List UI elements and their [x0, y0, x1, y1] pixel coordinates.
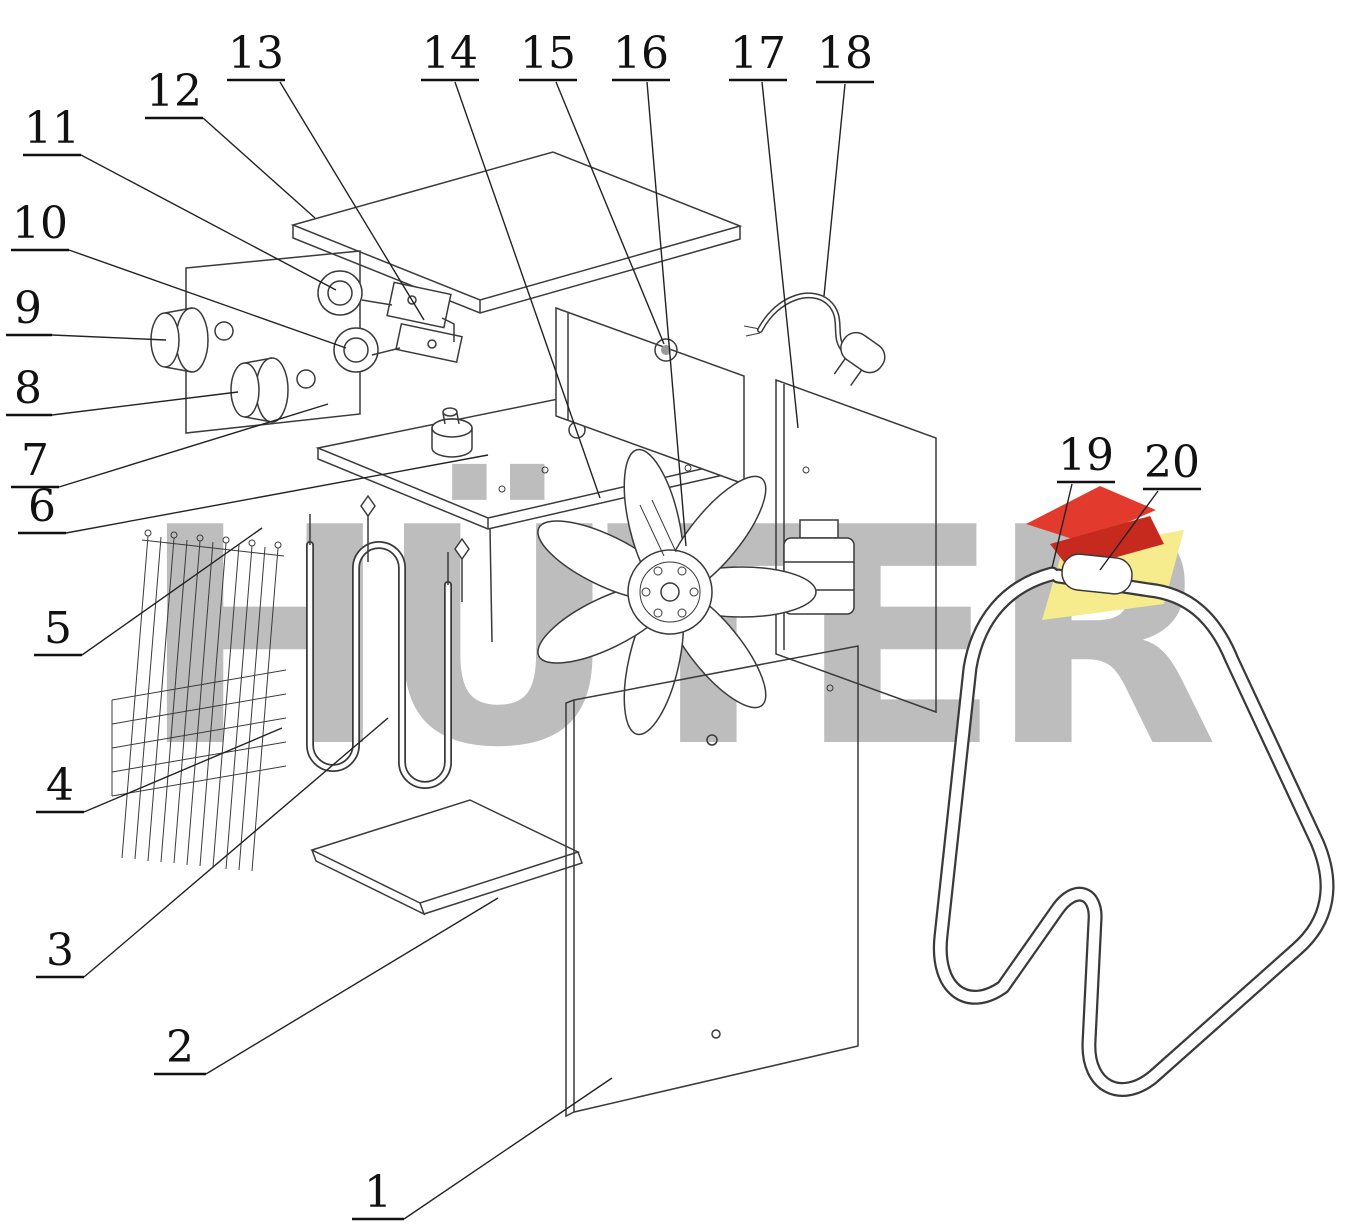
- part-number-15: 15: [520, 28, 576, 79]
- leader-line-6: [65, 454, 489, 534]
- part-label-3: 3: [36, 717, 389, 979]
- leader-line-9: [51, 334, 167, 341]
- part-thermostat: [431, 407, 473, 458]
- part-stand-frame: [932, 566, 1335, 1097]
- leader-line-19: [1051, 483, 1073, 569]
- leader-line-18: [823, 83, 846, 297]
- part-number-7: 7: [21, 435, 49, 486]
- part-label-15: 15: [519, 28, 665, 345]
- part-number-1: 1: [364, 1167, 392, 1218]
- leader-line-13: [279, 81, 425, 321]
- leader-line-2: [205, 897, 499, 1075]
- part-number-14: 14: [422, 28, 478, 79]
- part-label-8: 8: [6, 363, 239, 417]
- part-label-18: 18: [816, 28, 874, 297]
- part-bottom-tray: [309, 799, 583, 916]
- part-knob-lower: [230, 357, 289, 423]
- leader-line-16: [646, 81, 687, 547]
- part-label-13: 13: [227, 28, 425, 321]
- part-number-16: 16: [613, 28, 669, 79]
- part-label-2: 2: [154, 897, 499, 1076]
- part-number-17: 17: [730, 28, 786, 79]
- part-number-3: 3: [46, 925, 74, 976]
- part-number-4: 4: [46, 760, 74, 811]
- part-number-6: 6: [28, 481, 56, 532]
- leader-line-17: [761, 81, 799, 429]
- part-number-19: 19: [1058, 430, 1114, 481]
- part-label-16: 16: [612, 28, 687, 547]
- part-number-11: 11: [24, 103, 80, 154]
- part-labels: 1 2 3 4 5 6 7: [6, 28, 1201, 1221]
- part-switch-assembly: [317, 270, 463, 373]
- part-number-8: 8: [14, 363, 42, 414]
- leader-line-3: [83, 717, 389, 978]
- part-heating-coil: [306, 494, 470, 789]
- leader-line-4: [83, 727, 283, 813]
- part-number-18: 18: [817, 28, 873, 79]
- part-label-11: 11: [23, 103, 337, 291]
- part-label-17: 17: [729, 28, 799, 429]
- part-label-1: 1: [352, 1077, 613, 1221]
- part-number-9: 9: [14, 283, 42, 334]
- leader-line-8: [51, 391, 239, 416]
- part-label-4: 4: [36, 727, 283, 814]
- part-mounting-plate: [185, 250, 361, 434]
- part-label-20: 20: [1099, 437, 1201, 571]
- logo-red-shape: [1026, 486, 1156, 542]
- part-power-cord: [743, 292, 886, 387]
- part-label-6: 6: [18, 454, 489, 535]
- part-label-12: 12: [145, 66, 316, 219]
- part-heating-rods: [121, 529, 285, 872]
- part-label-7: 7: [11, 403, 329, 489]
- leader-line-5: [81, 527, 263, 656]
- leader-line-1: [403, 1077, 613, 1220]
- part-number-13: 13: [228, 28, 284, 79]
- leader-line-20: [1099, 490, 1159, 571]
- part-label-14: 14: [421, 28, 601, 499]
- leader-line-7: [58, 403, 329, 488]
- exploded-drawing: [111, 151, 1335, 1118]
- leader-line-12: [202, 117, 316, 219]
- leader-line-11: [80, 154, 337, 291]
- part-number-20: 20: [1144, 437, 1200, 488]
- part-number-10: 10: [12, 198, 68, 249]
- part-handle-sleeve: [1061, 553, 1133, 595]
- part-front-panel: [565, 645, 859, 1118]
- part-wire-grid: [111, 669, 287, 797]
- leader-line-14: [454, 81, 601, 499]
- leader-line-15: [555, 81, 665, 345]
- part-number-12: 12: [146, 66, 202, 117]
- part-label-10: 10: [11, 198, 347, 349]
- part-fan-blade: [537, 448, 817, 736]
- part-number-2: 2: [166, 1022, 194, 1073]
- part-label-5: 5: [34, 527, 263, 657]
- part-label-9: 9: [6, 283, 167, 341]
- part-number-5: 5: [44, 603, 72, 654]
- part-label-19: 19: [1051, 430, 1115, 569]
- leader-line-10: [68, 249, 347, 349]
- part-top-cover: [290, 151, 743, 314]
